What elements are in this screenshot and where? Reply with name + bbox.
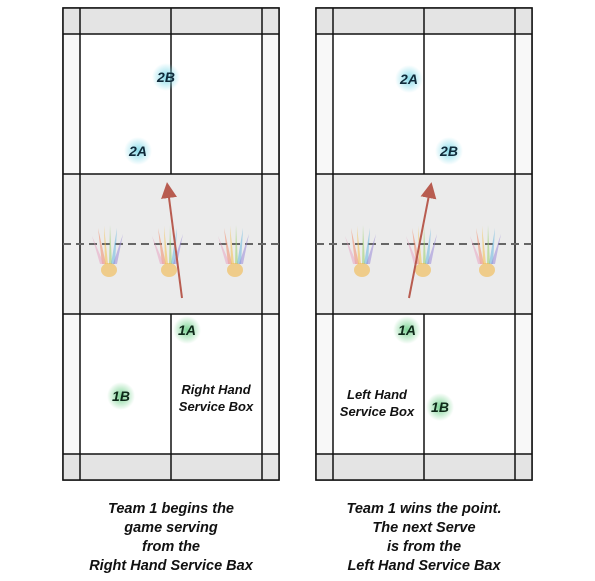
caption-line: Left Hand Service Bax xyxy=(347,558,501,574)
player-marker: 2A xyxy=(395,65,423,93)
left-side-alley-l xyxy=(63,34,80,454)
player-marker: 1A xyxy=(393,316,421,344)
right-side-alley-r xyxy=(515,34,532,454)
serve-arrow-icon xyxy=(408,182,437,299)
caption-line: game serving xyxy=(124,520,218,536)
right-caption: Team 1 wins the point. The next Serve is… xyxy=(304,500,544,576)
service-box-label-line1: Left Hand xyxy=(347,387,408,402)
player-label-2b: 2B xyxy=(156,69,175,85)
service-box-label-line2: Service Box xyxy=(340,404,415,419)
player-marker: 2B xyxy=(152,63,180,91)
left-caption: Team 1 begins the game serving from the … xyxy=(51,500,291,576)
player-label-1b: 1B xyxy=(431,399,449,415)
right-court: 2A 2B 1A 1B Left Hand Service Box xyxy=(315,7,533,481)
service-box-label-line2: Service Box xyxy=(179,399,254,414)
player-label-1a: 1A xyxy=(178,322,196,338)
left-court: 2B 2A 1A 1B Right Hand Service Box xyxy=(62,7,280,481)
player-label-1b: 1B xyxy=(112,388,130,404)
player-marker: 1B xyxy=(107,382,135,410)
right-side-alley-l xyxy=(316,34,333,454)
player-marker: 2A xyxy=(124,137,152,165)
player-label-2a: 2A xyxy=(128,143,147,159)
serve-arrow-icon xyxy=(161,182,183,299)
player-marker: 1B xyxy=(426,393,454,421)
player-label-1a: 1A xyxy=(398,322,416,338)
caption-line: Right Hand Service Bax xyxy=(89,558,253,574)
caption-line: The next Serve xyxy=(372,520,476,536)
caption-line: Team 1 wins the point. xyxy=(346,501,502,517)
service-box-label-line1: Right Hand xyxy=(181,382,251,397)
player-label-2a: 2A xyxy=(399,71,418,87)
left-side-alley-r xyxy=(262,34,279,454)
player-label-2b: 2B xyxy=(439,143,458,159)
player-marker: 1A xyxy=(173,316,201,344)
player-marker: 2B xyxy=(435,137,463,165)
caption-line: Team 1 begins the xyxy=(108,501,234,517)
caption-line: is from the xyxy=(386,539,462,555)
caption-line: from the xyxy=(142,539,200,555)
